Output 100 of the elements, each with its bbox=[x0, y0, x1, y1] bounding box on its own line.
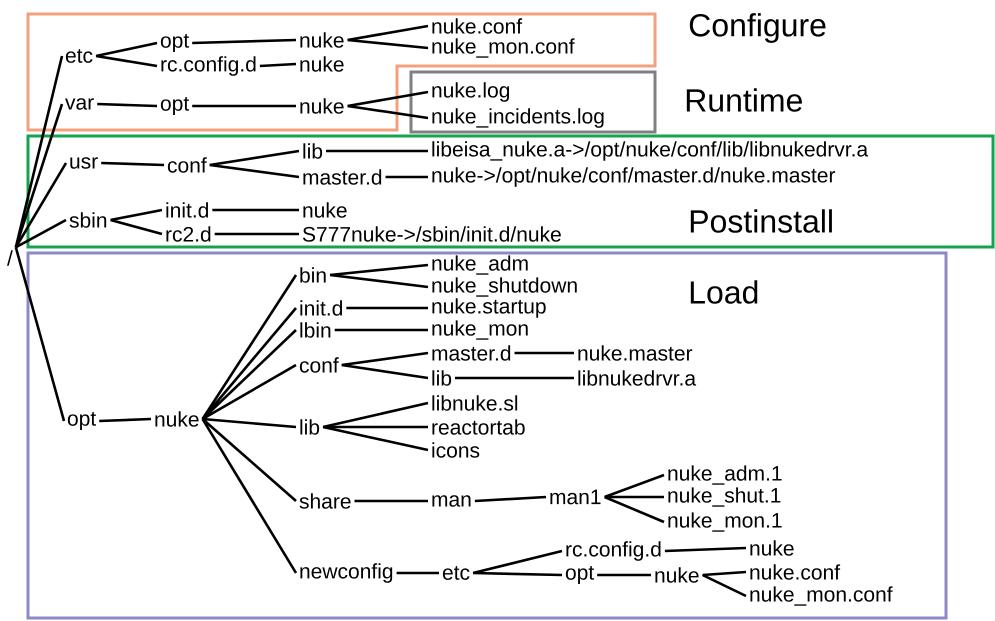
directory-label: nuke_adm.1 bbox=[668, 465, 782, 485]
directory-label: init.d bbox=[300, 300, 342, 316]
tree-line bbox=[99, 418, 152, 422]
directory-label: libnuke.sl bbox=[432, 395, 518, 411]
directory-label: nuke_incidents.log bbox=[432, 108, 604, 128]
directory-label: init.d bbox=[166, 202, 208, 218]
directory-label: opt bbox=[566, 566, 594, 584]
tree-line bbox=[202, 418, 296, 428]
tree-line bbox=[96, 54, 158, 68]
directory-label: nuke->/opt/nuke/conf/master.d/nuke.master bbox=[432, 167, 836, 187]
tree-line bbox=[473, 572, 562, 576]
directory-label: lib bbox=[432, 370, 452, 386]
tree-line bbox=[110, 218, 162, 236]
tree-line bbox=[342, 364, 428, 380]
tree-line bbox=[396, 572, 439, 574]
tree-line bbox=[514, 352, 574, 354]
directory-label: lib bbox=[303, 143, 322, 159]
tree-line bbox=[323, 426, 428, 428]
tree-line bbox=[201, 274, 298, 420]
tree-line bbox=[346, 306, 428, 310]
directory-label: rc2.d bbox=[166, 226, 210, 242]
tree-line bbox=[14, 162, 68, 248]
tree-line bbox=[326, 150, 428, 152]
directory-label: conf bbox=[168, 157, 207, 173]
directory-label: conf bbox=[300, 357, 339, 373]
tree-line bbox=[210, 150, 300, 166]
tree-line bbox=[354, 500, 428, 502]
tree-line bbox=[202, 418, 297, 502]
directory-label: opt bbox=[68, 412, 96, 430]
directory-label: etc bbox=[66, 49, 92, 63]
tree-line bbox=[322, 426, 428, 452]
directory-label: man1 bbox=[550, 490, 600, 504]
directory-label: nuke_mon.1 bbox=[668, 512, 782, 532]
directory-label: nuke_mon.conf bbox=[432, 38, 575, 58]
tree-line bbox=[15, 218, 67, 248]
directory-label: / bbox=[7, 250, 13, 266]
tree-line bbox=[342, 352, 428, 366]
tree-line bbox=[347, 24, 428, 42]
directory-label: nuke.startup bbox=[432, 298, 546, 318]
tree-line bbox=[347, 104, 428, 120]
directory-label: sbin bbox=[70, 212, 106, 228]
directory-label: nuke_adm bbox=[432, 255, 528, 275]
directory-label: nuke.conf bbox=[432, 18, 522, 34]
region-heading: Postinstall bbox=[690, 209, 832, 233]
directory-label: master.d bbox=[303, 169, 382, 185]
tree-line bbox=[14, 246, 66, 422]
tree-line bbox=[322, 402, 428, 428]
directory-label: share bbox=[300, 493, 351, 509]
tree-line bbox=[101, 162, 164, 166]
tree-line bbox=[202, 307, 297, 420]
tree-line bbox=[474, 496, 546, 502]
directory-label: nuke bbox=[155, 411, 199, 427]
directory-label: nuke.conf bbox=[750, 564, 840, 580]
tree-line bbox=[210, 164, 300, 178]
tree-line bbox=[347, 38, 428, 50]
directory-label: S777nuke->/sbin/init.d/nuke bbox=[302, 226, 561, 242]
directory-label: libeisa_nuke.a->/opt/nuke/conf/lib/libnukedrvr.a bbox=[432, 141, 868, 161]
tree-line bbox=[386, 176, 428, 178]
directory-label: opt bbox=[160, 97, 190, 115]
directory-label: nuke bbox=[300, 32, 344, 48]
tree-line bbox=[192, 38, 296, 44]
directory-label: icons bbox=[432, 442, 480, 458]
directory-label: rc.config.d bbox=[566, 541, 661, 561]
region-heading: Configure bbox=[690, 13, 826, 43]
tree-line bbox=[472, 550, 562, 574]
tree-line bbox=[97, 102, 158, 108]
directory-label: bin bbox=[300, 267, 326, 283]
tree-line bbox=[202, 329, 297, 420]
directory-label: nuke bbox=[750, 540, 794, 556]
directory-label: opt bbox=[160, 34, 190, 52]
directory-label: rc.config.d bbox=[161, 56, 256, 76]
directory-label: lbin bbox=[300, 322, 330, 338]
tree-line bbox=[597, 574, 651, 576]
directory-label: nuke_shutdown bbox=[432, 277, 577, 297]
directory-label: reactortab bbox=[432, 419, 525, 435]
region-heading: Load bbox=[690, 280, 758, 304]
tree-line bbox=[604, 496, 665, 524]
directory-label: master.d bbox=[432, 345, 510, 361]
tree-line bbox=[14, 104, 64, 248]
tree-line bbox=[334, 328, 428, 332]
tree-line bbox=[455, 376, 574, 380]
directory-label: man bbox=[432, 495, 470, 507]
directory-label: lib bbox=[300, 419, 320, 435]
tree-line bbox=[330, 274, 428, 288]
directory-label: etc bbox=[442, 566, 470, 580]
directory-label: nuke.log bbox=[432, 82, 510, 102]
directory-label: nuke_mon bbox=[432, 320, 528, 340]
tree-line bbox=[330, 264, 428, 276]
tree-line bbox=[212, 208, 299, 212]
tree-line bbox=[14, 56, 64, 248]
directory-label: nuke bbox=[300, 98, 344, 114]
tree-line bbox=[201, 418, 298, 574]
tree-line bbox=[214, 232, 299, 236]
directory-label: nuke_mon.conf bbox=[750, 586, 893, 606]
directory-label: nuke.master bbox=[578, 345, 692, 361]
directory-label: nuke_shut.1 bbox=[668, 487, 780, 507]
directory-label: newconfig bbox=[300, 563, 392, 583]
tree-line bbox=[664, 546, 746, 552]
directory-label: nuke bbox=[655, 567, 699, 583]
directory-label: usr bbox=[70, 157, 98, 169]
